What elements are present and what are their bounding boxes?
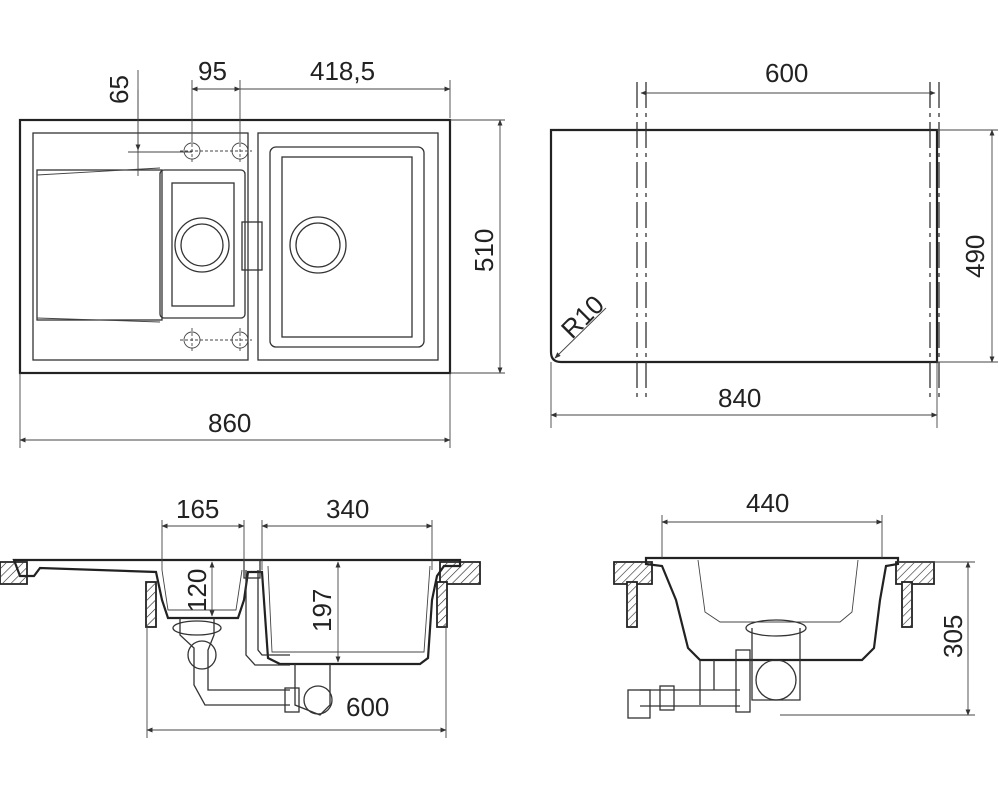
main-bowl-inner [281, 156, 413, 338]
sink-top-view: 65 95 418,5 510 860 [18, 56, 505, 448]
dim-small-bowl-width: 165 [176, 494, 219, 524]
sink-inner-rim [32, 132, 249, 361]
dim-cutout-width: 600 [765, 58, 808, 88]
dim-width: 860 [208, 408, 251, 438]
small-bowl-drain [174, 217, 230, 273]
dim-cabinet-width: 600 [346, 692, 389, 722]
sink-outer-outline [18, 118, 452, 375]
main-bowl-outline [269, 146, 425, 348]
side-drain-pipe [640, 660, 740, 707]
dim-hole-spacing: 95 [198, 56, 227, 86]
drainer-area [36, 169, 163, 321]
dim-height: 510 [469, 229, 499, 272]
dim-cutout-length: 840 [718, 383, 761, 413]
side-sink-profile [644, 556, 900, 662]
front-section-view: 165 340 120 197 600 [0, 494, 481, 738]
small-bowl-inner [171, 182, 235, 307]
dim-bowl-offset: 418,5 [310, 56, 375, 86]
cutout-view: 600 490 840 R10 [549, 58, 998, 428]
front-sink-profile [12, 558, 462, 666]
cutout-outline [549, 128, 939, 364]
dim-main-bowl-width: 340 [326, 494, 369, 524]
dim-cutout-height: 490 [960, 235, 990, 278]
dim-corner-radius: R10 [555, 289, 610, 344]
side-section-view: 440 305 [613, 488, 975, 719]
dim-side-bowl-width: 440 [746, 488, 789, 518]
main-bowl-rim [257, 132, 439, 361]
dim-main-bowl-depth: 197 [307, 589, 337, 632]
dim-total-depth: 305 [938, 615, 968, 658]
dim-small-bowl-depth: 120 [182, 569, 212, 612]
dim-hole-offset: 65 [104, 75, 134, 104]
main-bowl-drain [289, 216, 347, 274]
overflow-box [241, 221, 263, 271]
small-bowl-outline [159, 169, 246, 319]
